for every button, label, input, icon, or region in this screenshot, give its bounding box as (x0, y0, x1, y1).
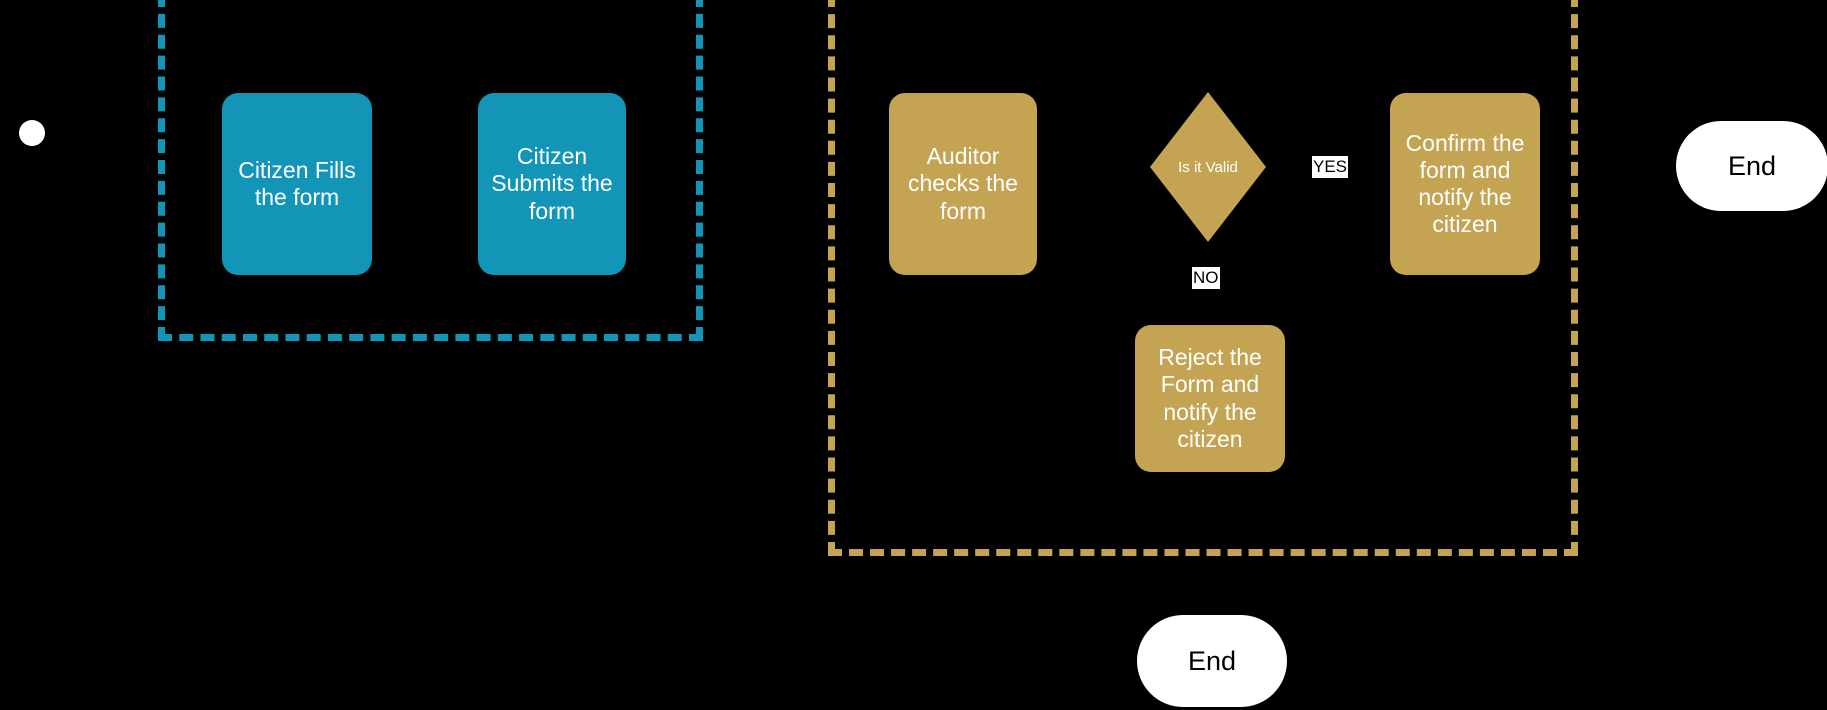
node-label: Is it Valid (1178, 158, 1238, 176)
edge-label-no: NO (1192, 267, 1220, 289)
swimlane-auditor (828, 0, 1578, 556)
node-label: End (1187, 645, 1237, 676)
node-label: Citizen Fills the form (238, 156, 356, 210)
node-is-it-valid-decision[interactable]: Is it Valid (1150, 92, 1266, 242)
node-label: Reject the Form and notify the citizen (1158, 344, 1262, 452)
node-label: End (1727, 150, 1777, 181)
node-end-right[interactable]: End (1676, 121, 1827, 211)
node-end-bottom[interactable]: End (1137, 615, 1287, 707)
node-citizen-fills-form[interactable]: Citizen Fills the form (222, 93, 372, 275)
edge-label-yes: YES (1312, 156, 1349, 178)
node-label: Confirm the form and notify the citizen (1405, 129, 1525, 238)
node-label: Auditor checks the form (908, 143, 1018, 224)
swimlane-citizen (158, 0, 703, 341)
node-confirm-form-notify-citizen[interactable]: Confirm the form and notify the citizen (1390, 93, 1540, 275)
node-label: Citizen Submits the form (491, 143, 613, 224)
node-auditor-checks-form[interactable]: Auditor checks the form (889, 93, 1037, 275)
node-citizen-submits-form[interactable]: Citizen Submits the form (478, 93, 626, 275)
node-reject-form-notify-citizen[interactable]: Reject the Form and notify the citizen (1135, 325, 1285, 472)
start-node-icon[interactable] (19, 120, 45, 146)
